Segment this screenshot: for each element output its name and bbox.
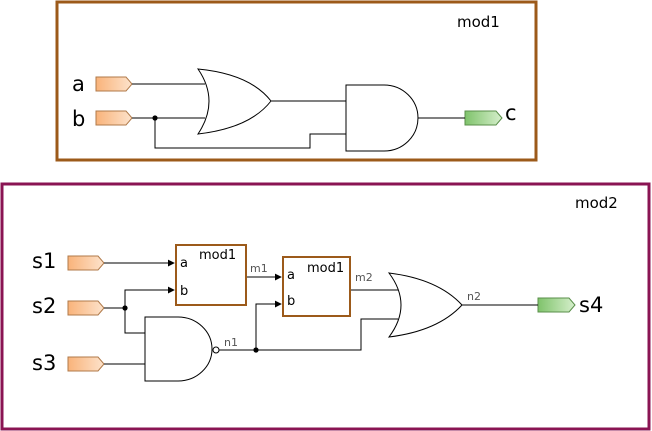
instance-1-port-b: b (180, 284, 188, 299)
mod1-wires (132, 83, 465, 149)
mod2-input-port-s3[interactable]: s3 (32, 351, 105, 375)
mod2-input-label-s1: s1 (32, 249, 56, 273)
submodule-instance-2[interactable]: mod1 a b (282, 256, 351, 317)
mod1-and-gate (345, 84, 419, 152)
mod2-or-gate (387, 272, 463, 338)
mod1-output-label-c: c (505, 101, 517, 125)
mod2-title: mod2 (575, 194, 618, 212)
net-label-n1: n1 (224, 336, 238, 349)
mod1-input-label-b: b (72, 107, 85, 131)
mod1-or-gate (196, 68, 272, 135)
mod2-input-label-s3: s3 (32, 351, 56, 375)
mod2-output-port-s4[interactable]: s4 (537, 293, 603, 317)
mod2-output-label-s4: s4 (579, 293, 603, 317)
submodule-instance-1[interactable]: mod1 a b (175, 244, 247, 306)
net-label-m1: m1 (250, 262, 268, 275)
mod1-output-port-c[interactable]: c (464, 101, 517, 126)
mod1-title: mod1 (457, 13, 500, 31)
module-mod2: mod2 s1 s2 s3 s4 (0, 182, 651, 431)
instance-2-name: mod1 (307, 261, 344, 276)
mod1-input-label-a: a (72, 72, 85, 96)
mod2-input-port-s2[interactable]: s2 (32, 294, 105, 318)
mod1-input-port-b[interactable]: b (72, 107, 133, 131)
mod2-input-label-s2: s2 (32, 294, 56, 318)
instance-2-port-a: a (287, 268, 295, 283)
mod1-border (55, 0, 538, 162)
instance-1-name: mod1 (199, 248, 236, 263)
instance-2-port-b: b (287, 294, 295, 309)
net-label-n2: n2 (467, 290, 481, 303)
module-mod1: mod1 a b c (55, 0, 538, 162)
instance-1-port-a: a (180, 256, 188, 271)
mod2-nand-gate (144, 316, 220, 382)
mod2-input-port-s1[interactable]: s1 (32, 249, 105, 273)
mod1-input-port-a[interactable]: a (72, 72, 133, 96)
mod2-wires (104, 259, 538, 365)
net-label-m2: m2 (355, 271, 373, 284)
